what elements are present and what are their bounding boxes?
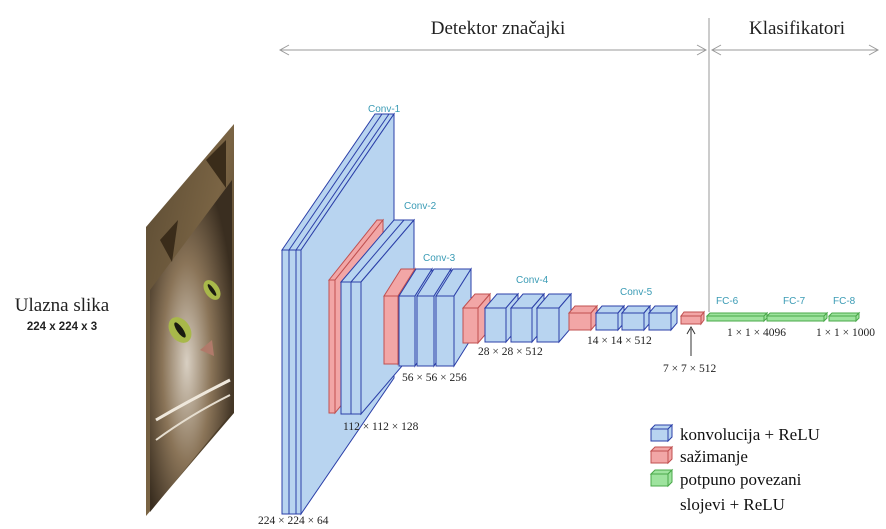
detector-span-arrow (278, 44, 708, 56)
conv5-dim: 14 × 14 × 512 (587, 335, 652, 347)
conv4-label: Conv-4 (516, 275, 549, 286)
legend-fc-text-line2: slojevi + ReLU (680, 495, 785, 514)
fc8-label: FC-8 (833, 296, 856, 307)
legend-conv-swatch (649, 423, 674, 443)
detector-label: Detektor značajki (431, 18, 566, 39)
legend: konvolucija + ReLU sažimanje potpuno pov… (649, 423, 820, 514)
input-title: Ulazna slika (15, 295, 110, 316)
fc6-label: FC-6 (716, 296, 739, 307)
pool-final-pointer-arrow (686, 325, 696, 356)
conv1-label: Conv-1 (368, 104, 401, 115)
conv3-dim: 56 × 56 × 256 (402, 372, 467, 384)
conv5-block (567, 304, 679, 332)
fc6-block (705, 311, 769, 323)
pool-final-block (680, 310, 705, 326)
legend-pool-text: sažimanje (680, 447, 748, 466)
pool-final-dim: 7 × 7 × 512 (663, 363, 716, 375)
legend-conv-text: konvolucija + ReLU (680, 425, 820, 444)
conv4-block (461, 292, 573, 345)
input-size: 224 x 224 x 3 (27, 321, 97, 333)
fc7-label: FC-7 (783, 296, 806, 307)
input-cat-image (146, 124, 234, 516)
legend-fc-text-line1: potpuno povezani (680, 470, 802, 489)
legend-pool-swatch (649, 445, 674, 465)
conv1-dim: 224 × 224 × 64 (258, 515, 329, 527)
conv4-dim: 28 × 28 × 512 (478, 346, 543, 358)
conv2-dim: 112 × 112 × 128 (343, 421, 419, 433)
legend-fc-swatch (649, 468, 674, 488)
fc6-dim: 1 × 1 × 4096 (727, 327, 786, 339)
conv3-block (383, 267, 472, 368)
fc8-dim: 1 × 1 × 1000 (816, 327, 875, 339)
fc8-block (827, 311, 861, 323)
classifier-label: Klasifikatori (749, 18, 845, 39)
classifier-span-arrow (710, 44, 880, 56)
fc7-block (765, 311, 829, 323)
conv5-label: Conv-5 (620, 287, 653, 298)
conv3-label: Conv-3 (423, 253, 456, 264)
conv2-label: Conv-2 (404, 201, 437, 212)
